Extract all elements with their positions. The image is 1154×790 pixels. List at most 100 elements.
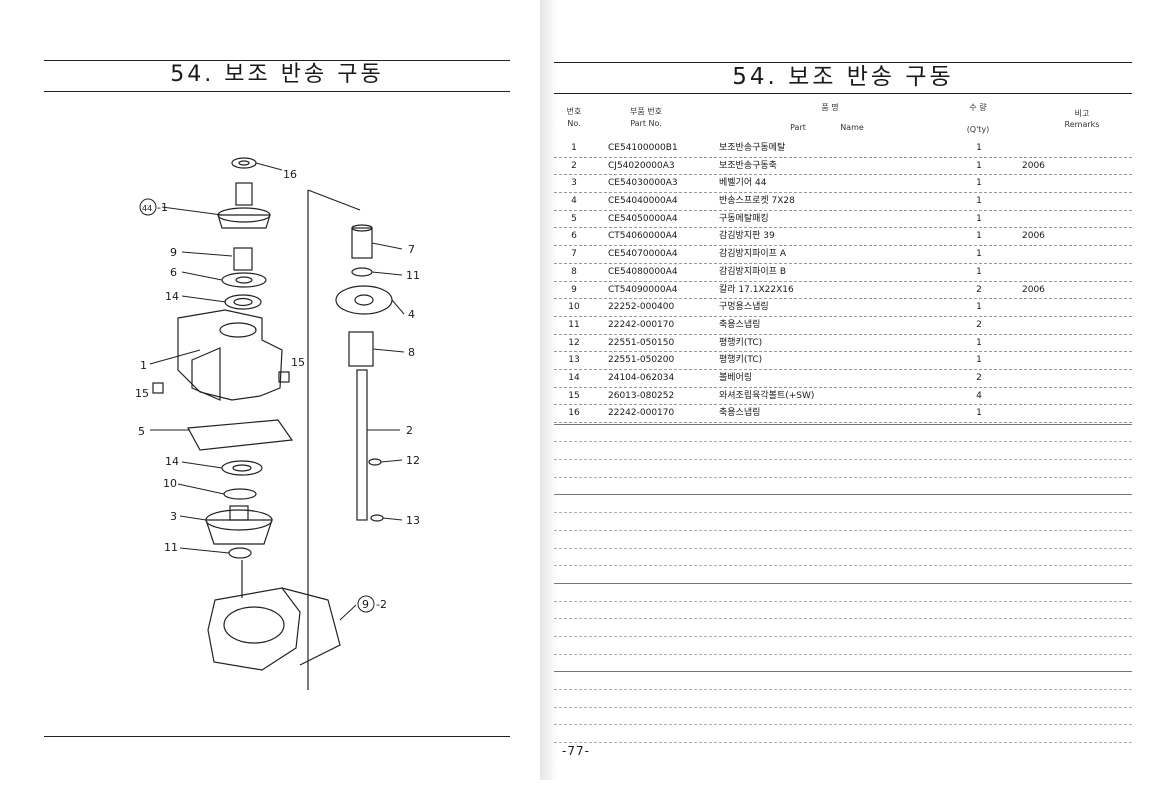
row-part-number: CE54100000B1 bbox=[608, 143, 678, 153]
row-quantity: 1 bbox=[976, 196, 982, 207]
row-number: 9 bbox=[571, 284, 577, 295]
row-part-number: 22252-000400 bbox=[608, 302, 675, 313]
collar-7-top bbox=[351, 224, 373, 232]
row-quantity: 1 bbox=[976, 355, 982, 366]
row-quantity: 1 bbox=[976, 302, 982, 313]
sprocket-4 bbox=[335, 285, 393, 315]
callout-3: 3 bbox=[170, 510, 177, 523]
row-part-number: CT54090000A4 bbox=[608, 284, 678, 295]
bearing-14-lower bbox=[221, 460, 263, 476]
bearing-14 bbox=[224, 294, 262, 310]
header-no-ko: 번호 bbox=[566, 107, 582, 116]
parts-table-empty-rows bbox=[554, 407, 1132, 744]
bearing-14-inner bbox=[233, 297, 253, 307]
guide-line bbox=[307, 189, 361, 211]
callout-1: 1 bbox=[140, 359, 147, 372]
snap-ring-11 bbox=[228, 547, 252, 559]
row-part-name: 베벨기어 44 bbox=[719, 178, 767, 189]
callout-15-left: 15 bbox=[135, 387, 149, 400]
row-number: 11 bbox=[568, 319, 580, 330]
row-number: 5 bbox=[571, 213, 577, 224]
row-remarks: 2006 bbox=[1022, 284, 1045, 295]
callout-11: 11 bbox=[164, 541, 178, 554]
row-part-name: 반송스프로켓 7X28 bbox=[719, 196, 795, 207]
row-quantity: 1 bbox=[976, 337, 982, 348]
right-page: 54. 보조 반송 구동 번호 No. 부품 번호 Part No. 품 명 P… bbox=[540, 0, 1154, 780]
collar-9 bbox=[233, 247, 253, 271]
row-part-name: 칼라 17.1X22X16 bbox=[719, 284, 794, 295]
row-number: 16 bbox=[568, 408, 580, 419]
callout-9-2: 9 bbox=[362, 598, 369, 611]
table-row: 1 CE54100000B1 보조반송구동메탈 1 bbox=[554, 140, 1132, 158]
key-13 bbox=[370, 514, 384, 522]
row-remarks: 2006 bbox=[1022, 231, 1045, 242]
row-part-name: 감김방지파이프 A bbox=[719, 249, 786, 260]
callout-16: 16 bbox=[283, 168, 297, 181]
row-quantity: 1 bbox=[976, 213, 982, 224]
callout-7: 7 bbox=[408, 243, 415, 256]
row-number: 1 bbox=[571, 143, 577, 153]
row-number: 3 bbox=[571, 178, 577, 189]
callout-12: 12 bbox=[406, 454, 420, 467]
row-quantity: 1 bbox=[976, 266, 982, 277]
row-quantity: 1 bbox=[976, 178, 982, 189]
row-part-number: CE54040000A4 bbox=[608, 196, 678, 207]
row-quantity: 1 bbox=[976, 408, 982, 419]
collar-8 bbox=[348, 331, 374, 367]
row-part-number: CE54030000A3 bbox=[608, 178, 678, 189]
callout-44-suffix: -1 bbox=[157, 201, 168, 214]
sprocket-4-hub bbox=[354, 294, 374, 306]
callout-5: 5 bbox=[138, 425, 145, 438]
row-part-name: 축용스냅링 bbox=[719, 408, 761, 419]
callout-4: 4 bbox=[408, 308, 415, 321]
callout-44: 44 bbox=[142, 204, 152, 213]
row-part-number: 22242-000170 bbox=[608, 408, 675, 419]
plate-6-hole bbox=[235, 276, 253, 284]
page-number: -77- bbox=[562, 744, 590, 758]
table-row: 3 CE54030000A3 베벨기어 44 1 bbox=[554, 175, 1132, 194]
row-number: 10 bbox=[568, 302, 580, 313]
housing-flange bbox=[191, 347, 221, 401]
header-qty-en: (Q'ty) bbox=[966, 125, 990, 134]
packing-5 bbox=[187, 419, 294, 451]
callout-13: 13 bbox=[406, 514, 420, 527]
page-title-right: 54. 보조 반송 구동 bbox=[554, 62, 1132, 94]
bottom-rule-left bbox=[44, 736, 510, 737]
row-number: 8 bbox=[571, 266, 577, 277]
row-quantity: 1 bbox=[976, 143, 982, 153]
header-name-part: Part bbox=[790, 123, 806, 132]
row-part-name: 보조반송구동메탈 bbox=[719, 143, 786, 153]
header-qty-ko: 수 량 bbox=[969, 103, 987, 112]
row-quantity: 4 bbox=[976, 390, 982, 401]
row-part-name: 와셔조립육각볼트(+SW) bbox=[719, 390, 815, 401]
header-no-en: No. bbox=[567, 119, 581, 128]
callout-2: 2 bbox=[406, 424, 413, 437]
callout-10: 10 bbox=[163, 477, 177, 490]
row-part-name: 축용스냅링 bbox=[719, 319, 761, 330]
snap-ring-10 bbox=[223, 488, 257, 500]
callout-8: 8 bbox=[408, 346, 415, 359]
row-part-name: 평행키(TC) bbox=[719, 337, 763, 348]
row-part-name: 구멍용스냅링 bbox=[719, 302, 769, 313]
row-quantity: 1 bbox=[976, 160, 982, 171]
key-12 bbox=[368, 458, 382, 466]
row-part-number: 26013-080252 bbox=[608, 390, 675, 401]
housing-1 bbox=[177, 309, 283, 401]
row-part-name: 보조반송구동축 bbox=[719, 160, 777, 171]
header-name-ko: 품 명 bbox=[821, 103, 839, 112]
row-quantity: 1 bbox=[976, 231, 982, 242]
row-part-number: 22242-000170 bbox=[608, 319, 675, 330]
row-number: 12 bbox=[568, 337, 580, 348]
row-part-number: CE54080000A4 bbox=[608, 266, 678, 277]
snap-ring-16 bbox=[231, 157, 257, 169]
row-number: 7 bbox=[571, 249, 577, 260]
plate-6 bbox=[221, 272, 267, 288]
header-part-ko: 부품 번호 bbox=[630, 107, 662, 116]
row-part-name: 구동메탈패킹 bbox=[719, 213, 769, 224]
row-part-number: 22551-050150 bbox=[608, 337, 675, 348]
